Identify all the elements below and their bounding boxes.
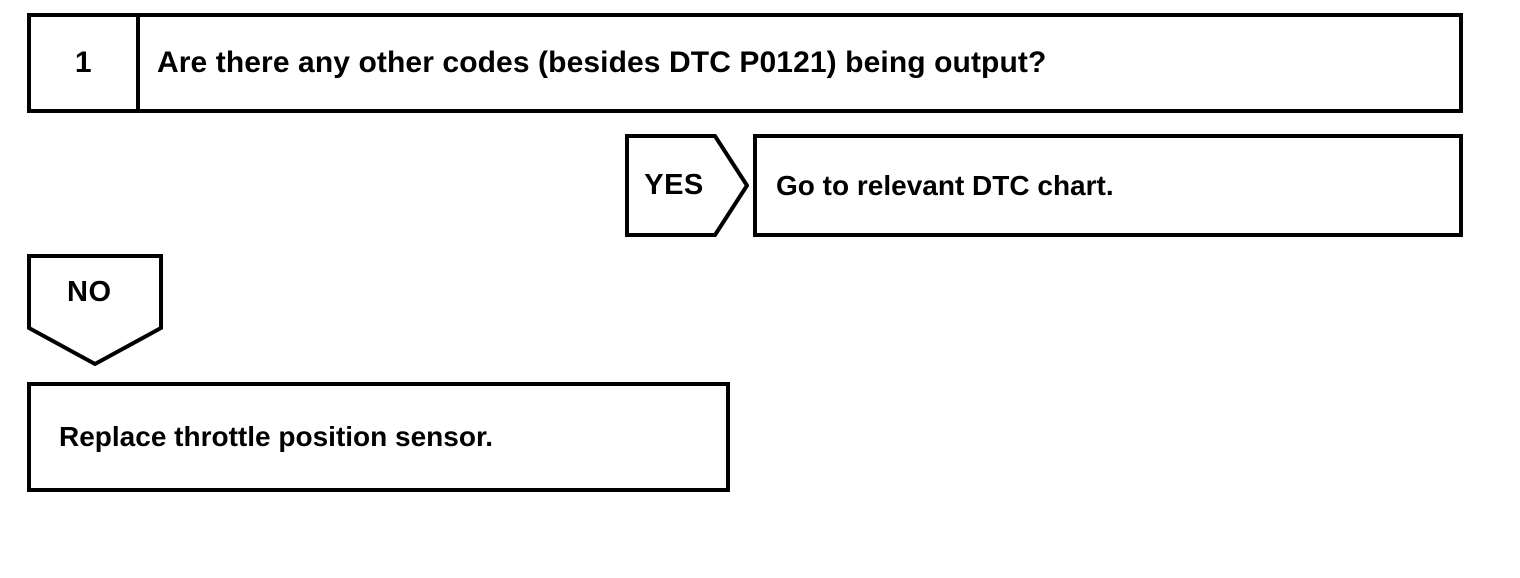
yes-result-box: Go to relevant DTC chart.	[753, 134, 1463, 237]
step-number-cell: 1	[31, 17, 140, 109]
no-arrow-shape	[27, 254, 163, 366]
step-1-row: 1 Are there any other codes (besides DTC…	[27, 13, 1463, 113]
no-branch-label: NO	[67, 275, 112, 308]
yes-branch-label: YES	[644, 169, 704, 201]
step-question-text: Are there any other codes (besides DTC P…	[157, 46, 1047, 79]
no-result-box: Replace throttle position sensor.	[27, 382, 730, 492]
yes-arrow-shape	[625, 134, 749, 237]
